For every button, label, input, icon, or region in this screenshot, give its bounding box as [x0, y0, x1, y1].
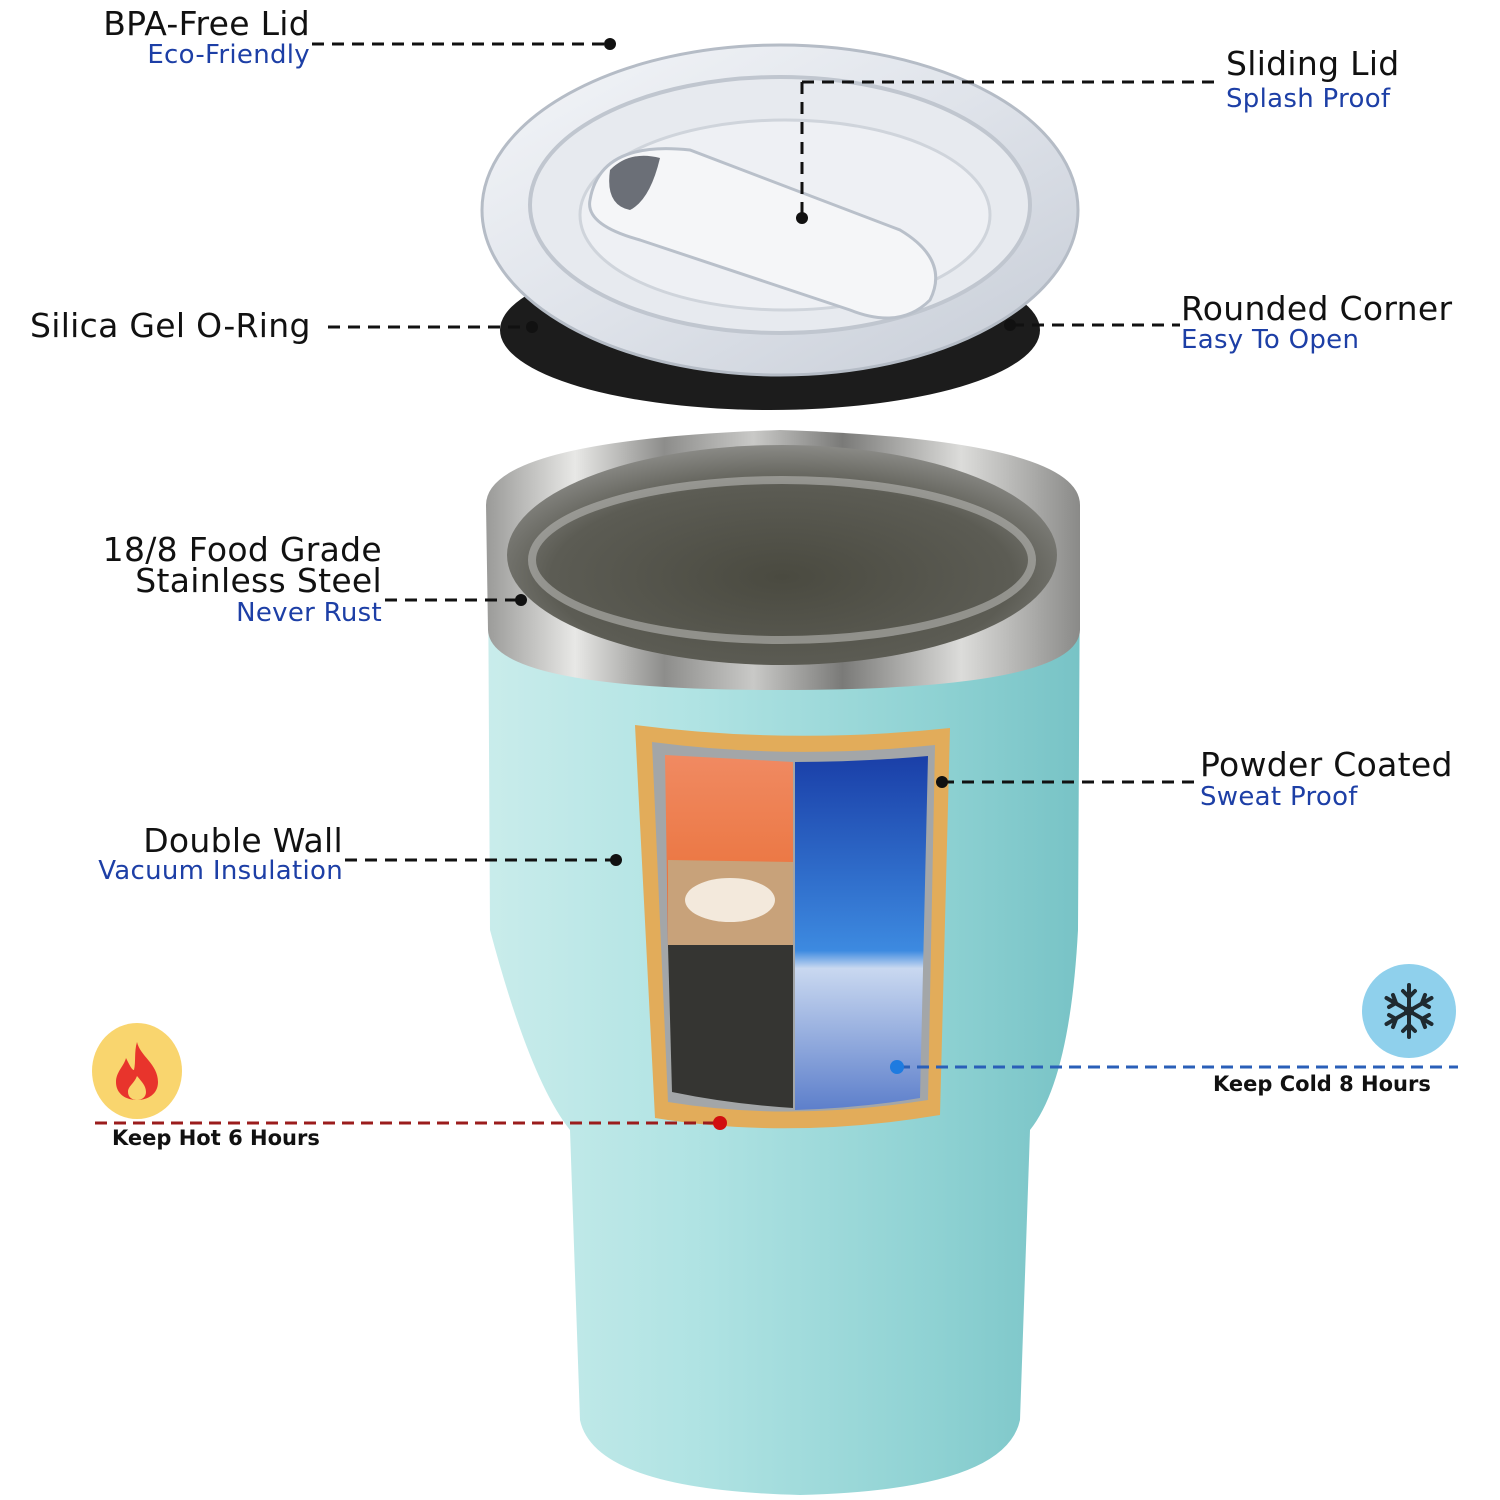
- double-wall-subtitle: Vacuum Insulation: [98, 856, 343, 886]
- rounded-corner-subtitle: Easy To Open: [1181, 325, 1360, 355]
- stainless-title-line2: Stainless Steel: [135, 561, 382, 600]
- keep-cold-label: Keep Cold 8 Hours: [1213, 1072, 1431, 1096]
- stainless-title-line1: 18/8 Food Grade: [102, 530, 382, 569]
- snowflake-icon: [1384, 983, 1434, 1039]
- rounded-corner-title: Rounded Corner: [1181, 289, 1453, 328]
- double-wall-title: Double Wall: [143, 821, 343, 860]
- powder-coated-title: Powder Coated: [1200, 745, 1453, 784]
- stainless-subtitle: Never Rust: [236, 598, 382, 628]
- callout-leader-lines: [312, 42, 1222, 862]
- hot-badge: [92, 1023, 182, 1119]
- sliding-lid-slider: [588, 147, 938, 320]
- bpa-free-lid-subtitle: Eco-Friendly: [147, 40, 310, 70]
- bpa-free-lid-title: BPA-Free Lid: [103, 4, 310, 43]
- cold-panel: [795, 756, 928, 1110]
- keep-hot-label: Keep Hot 6 Hours: [112, 1126, 320, 1150]
- sliding-lid-subtitle: Splash Proof: [1226, 84, 1391, 114]
- cold-badge: [1362, 964, 1456, 1058]
- o-ring-title: Silica Gel O-Ring: [30, 306, 311, 345]
- sliding-lid-title: Sliding Lid: [1226, 44, 1400, 83]
- tumbler-interior: [507, 445, 1057, 665]
- flame-icon: [116, 1042, 158, 1100]
- powder-coated-subtitle: Sweat Proof: [1200, 782, 1358, 812]
